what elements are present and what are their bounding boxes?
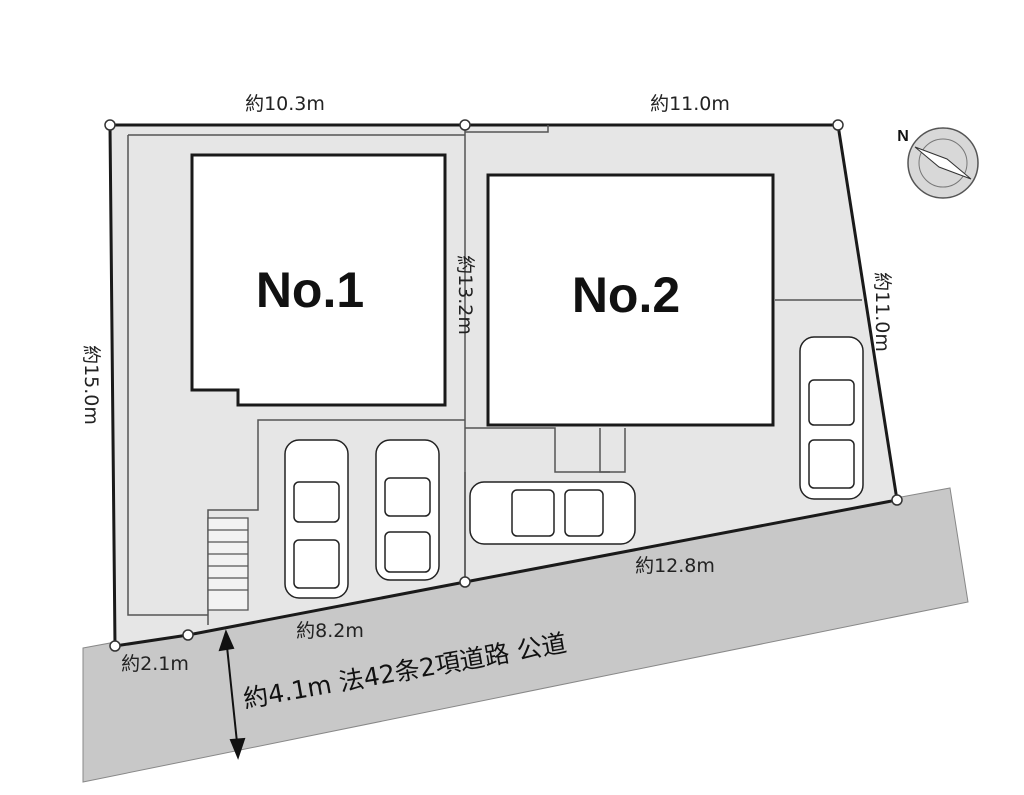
house-no1 xyxy=(190,153,447,407)
dim-right-side: 約11.0m xyxy=(871,272,893,352)
dim-front-right: 約12.8m xyxy=(635,555,715,577)
compass-icon xyxy=(907,127,979,199)
boundary-marker xyxy=(104,119,903,652)
compass-north-label: N xyxy=(897,128,909,145)
dim-top-right: 約11.0m xyxy=(650,93,730,115)
dim-top-left: 約10.3m xyxy=(245,93,325,115)
road-width-arrow xyxy=(218,629,246,760)
parking-car xyxy=(469,481,636,545)
parking-car xyxy=(799,336,864,500)
dim-left-side: 約15.0m xyxy=(80,345,102,425)
house-no1-label: No.1 xyxy=(256,262,364,318)
dim-corner: 約2.1m xyxy=(121,653,189,675)
dim-front-left: 約8.2m xyxy=(296,620,364,642)
parking-car xyxy=(375,439,440,581)
house-no2-label: No.2 xyxy=(572,267,680,323)
dim-middle: 約13.2m xyxy=(454,255,476,335)
house-no2 xyxy=(486,173,775,427)
stairs xyxy=(207,517,249,611)
parking-car xyxy=(284,439,349,599)
